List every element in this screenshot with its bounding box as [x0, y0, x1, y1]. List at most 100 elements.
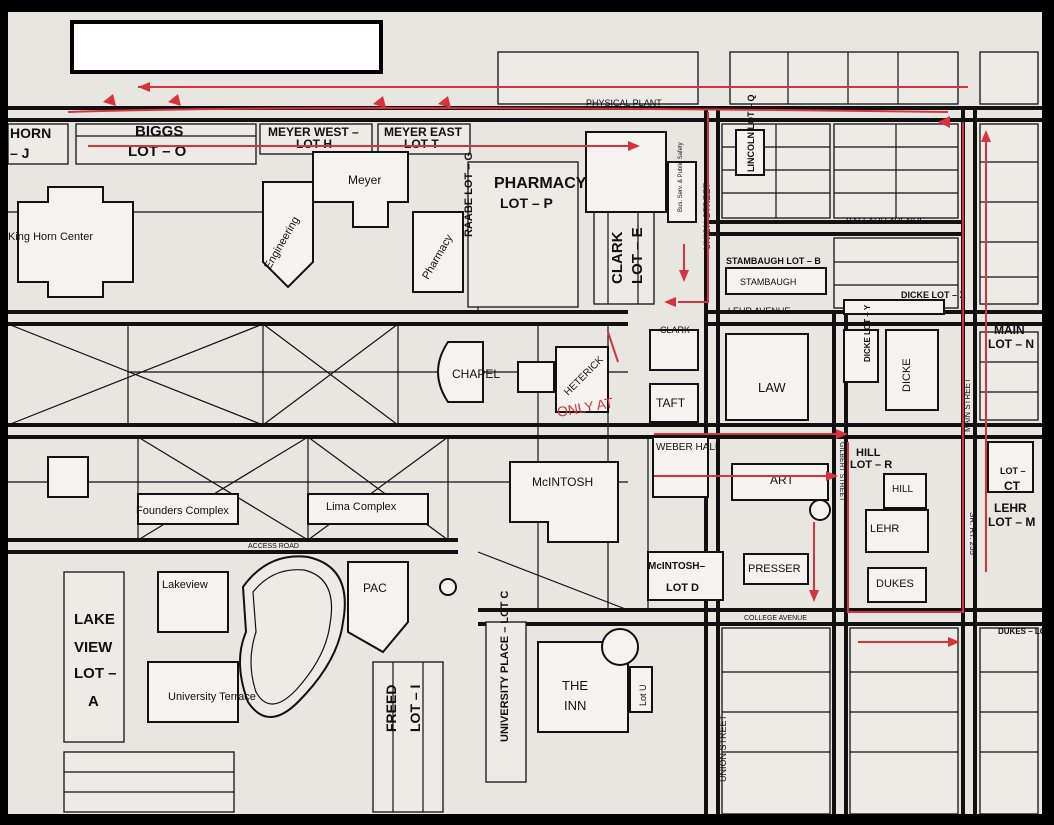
label-ct-lot: LOT –: [1000, 466, 1026, 476]
parking-grid-west: [8, 123, 655, 813]
label-lehr-avenue: LEHR AVENUE: [728, 306, 790, 316]
label-law: LAW: [758, 380, 786, 395]
campus-map[interactable]: HORN – J BIGGS LOT – O MEYER WEST – LOT …: [8, 12, 1042, 814]
red-arrow-down-icon: [679, 270, 689, 282]
labels: HORN – J BIGGS LOT – O MEYER WEST – LOT …: [8, 95, 1042, 783]
dicke-building: [885, 329, 939, 411]
label-dukes: DUKES: [876, 578, 914, 590]
label-dicke: DICKE: [901, 358, 913, 392]
label-biggs-lot: LOT – O: [128, 143, 187, 160]
roundabout-pac: [439, 578, 457, 596]
label-lehr-lot-2: LOT – M: [988, 515, 1035, 529]
label-pharmacy-lot-2: LOT – P: [500, 195, 553, 211]
label-biggs: BIGGS: [135, 123, 183, 140]
label-lincoln-lot: LINCOLN LOT – Q: [746, 95, 756, 173]
campus-map-svg: HORN – J BIGGS LOT – O MEYER WEST – LOT …: [8, 12, 1042, 814]
lehr-building: [865, 509, 929, 553]
red-arrow-up-icon: [981, 130, 991, 142]
label-raabe-lot: RAABE LOT – G: [463, 152, 475, 237]
university-terrace-building: [147, 661, 239, 723]
label-pharmacy-lot: PHARMACY: [494, 175, 587, 192]
label-main-lot: MAIN: [994, 323, 1025, 337]
mcintosh-lot-d: [647, 551, 724, 601]
dukes-building: [867, 567, 927, 603]
lake-inner-outline: [250, 569, 333, 705]
art-building: [731, 463, 829, 501]
label-university-terrace: University Terrace: [168, 691, 256, 703]
law-building: [725, 333, 809, 421]
clark-building: [649, 329, 699, 371]
stambaugh-building: [725, 267, 827, 295]
red-route-line: [678, 112, 709, 303]
label-mcintosh-lot-2: LOT D: [666, 582, 699, 594]
label-meyer-west: MEYER WEST –: [268, 125, 359, 139]
label-ballard-avenue: BALLARD AVENUE: [846, 216, 925, 226]
roundabout-inn: [601, 628, 639, 666]
parking-grid-east: [497, 51, 1039, 814]
label-meyer: Meyer: [348, 173, 381, 187]
label-clark: CLARK: [660, 325, 690, 335]
label-meyer-west-lot: LOT H: [296, 137, 332, 151]
label-the-inn-2: INN: [564, 698, 586, 713]
label-founders-complex: Founders Complex: [136, 505, 229, 517]
label-horn: HORN: [10, 125, 51, 141]
engineering-building: [262, 181, 314, 289]
label-meyer-east: MEYER EAST: [384, 125, 463, 139]
lot-u-area: [629, 666, 653, 713]
label-weber-hall: WEBER HALL: [656, 442, 721, 453]
label-meyer-east-lot: LOT T: [404, 137, 439, 151]
red-arrow-right-icon: [628, 141, 640, 151]
roundabout-art: [809, 499, 831, 521]
label-mcintosh: McINTOSH: [532, 475, 593, 489]
label-horn-lot: – J: [10, 145, 29, 161]
meyer-building: [312, 151, 409, 228]
lincoln-building: [735, 129, 765, 176]
chapel-annex: [517, 361, 555, 393]
pharmacy-building: [412, 211, 464, 293]
label-lima-complex: Lima Complex: [326, 501, 397, 513]
red-arrow-right-icon: [836, 429, 848, 439]
weber-hall-building: [652, 436, 709, 498]
label-view: VIEW: [74, 639, 113, 656]
label-lehr: LEHR: [870, 523, 899, 535]
red-arrow-right-icon: [948, 637, 960, 647]
founders-complex-building: [137, 493, 239, 525]
label-presser: PRESSER: [748, 563, 801, 575]
red-arrow-right-icon: [826, 471, 838, 481]
red-top-arrows: [103, 94, 950, 128]
label-freed-lot: LOT – I: [407, 685, 423, 732]
red-arrow-left-icon: [664, 297, 676, 307]
label-hill-lot-2: LOT – R: [850, 459, 892, 471]
lakeview-building: [157, 571, 229, 633]
label-pac: PAC: [363, 581, 387, 595]
west-building: [47, 456, 89, 498]
pac-building: [347, 561, 409, 654]
label-stambaugh: STAMBAUGH: [740, 277, 796, 287]
hill-building: [883, 473, 927, 509]
label-freed: FREED: [383, 685, 399, 732]
redaction-box: [70, 20, 383, 74]
label-taft: TAFT: [656, 396, 686, 410]
physical-plant-area: [585, 131, 667, 213]
red-arrow-icon: [438, 96, 451, 108]
label-dukes-lot: DUKES – LOT L: [998, 627, 1042, 636]
label-lakeview: Lakeview: [162, 579, 208, 591]
label-union-street-south: UNION STREET: [718, 714, 728, 782]
label-lot-u: Lot U: [638, 684, 648, 706]
red-route-line: [847, 122, 964, 613]
label-lehr-lot: LEHR: [994, 501, 1027, 515]
label-college-avenue: COLLEGE AVENUE: [744, 615, 807, 622]
chapel-building: [437, 341, 484, 403]
lima-complex-building: [307, 493, 429, 525]
label-lot-a: A: [88, 693, 99, 710]
dicke-lot-y-area: [843, 329, 879, 383]
taft-building: [649, 383, 699, 423]
label-main-street: MAIN STREET: [963, 378, 972, 432]
red-arrow-icon: [373, 96, 386, 108]
mcintosh-building: [509, 461, 619, 543]
red-arrow-icon: [168, 94, 181, 106]
heterick-building: [555, 346, 609, 413]
dicke-lot-x-strip: [843, 299, 945, 315]
label-bus-serv: Bus. Serv. & Public Safety: [678, 142, 684, 212]
label-gilbert-street: GILBERT STREET: [838, 442, 845, 502]
